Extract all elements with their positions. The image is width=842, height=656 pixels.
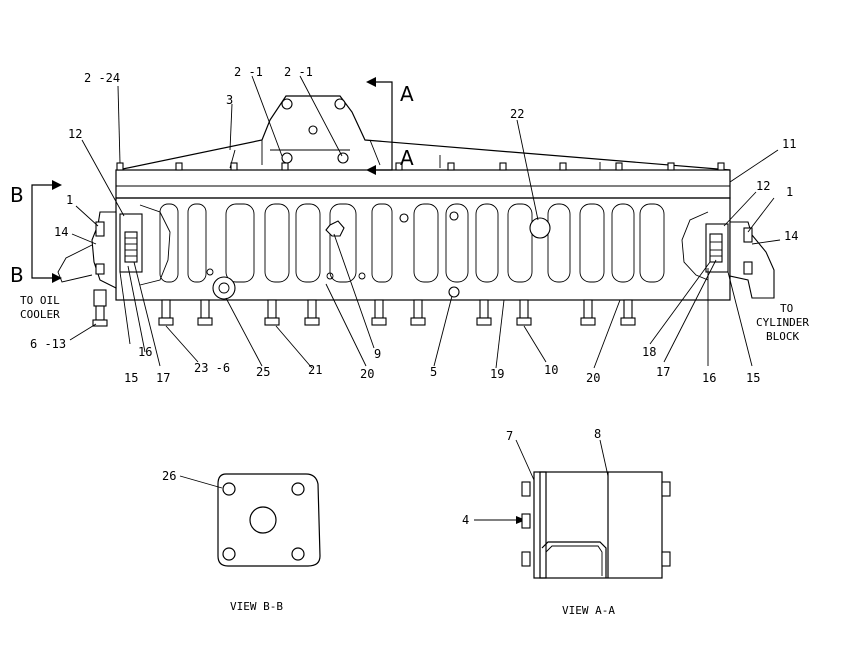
notes: TO OIL COOLER TO CYLINDER BLOCK [20,294,809,343]
callout-2-1: 2 -1 [284,65,313,79]
plug-22 [529,217,551,239]
callout-8: 8 [594,427,601,441]
callout-25: 25 [256,365,270,379]
section-b-bottom-label: B [10,263,24,287]
cover-ribs [229,139,601,170]
left-seal [124,231,138,263]
section-marker-a: A A [366,77,414,175]
cover-outline [117,95,731,171]
callout-12: 12 [68,127,82,141]
callout-14: 14 [784,229,798,243]
section-a-bottom-label: A [400,146,414,170]
callouts: 2 -24 2 -1 2 -1 3 22 11 12 1 14 12 1 14 … [30,65,798,527]
oil-cooler-pipe [57,244,93,283]
housing-bolts [521,481,671,567]
left-bolt [95,221,105,237]
callout-3: 3 [226,93,233,107]
note-to-oil-cooler: TO OIL [20,294,60,307]
callout-7: 7 [506,429,513,443]
plug-25 [212,276,236,300]
callout-22: 22 [510,107,524,121]
callout-11: 11 [782,137,796,151]
callout-20: 20 [586,371,600,385]
callout-15: 15 [124,371,138,385]
note-to-oil-cooler: COOLER [20,308,60,321]
callout-19: 19 [490,367,504,381]
callout-17: 17 [156,371,170,385]
callout-12: 12 [756,179,770,193]
bottom-bolts [92,299,636,327]
section-a-top-label: A [400,82,414,106]
callout-20: 20 [360,367,374,381]
note-to-cylinder-block: BLOCK [766,330,799,343]
left-break-line [139,204,171,286]
manifold-assembly [57,95,775,327]
cover-bolt [337,152,349,164]
housing-outline [533,471,663,579]
callout-1: 1 [66,193,73,207]
note-to-cylinder-block: TO [780,302,793,315]
callout-15: 15 [746,371,760,385]
bracket-13 [93,289,107,307]
left-bolt [95,263,105,275]
view-a-a-drawing [521,471,671,579]
flange-plate [217,473,321,567]
callout-18: 18 [642,345,656,359]
sheet-profile [541,541,607,578]
cover-bolt [334,98,346,110]
callout-23-6: 23 -6 [194,361,230,375]
callout-4: 4 [462,513,469,527]
note-to-cylinder-block: CYLINDER [756,316,809,329]
right-bolt [743,227,753,243]
callout-9: 9 [374,347,381,361]
gasket-7 [539,471,547,579]
callout-5: 5 [430,365,437,379]
cover-bolt [281,98,293,110]
bolt-hole [291,547,305,561]
view-b-b-drawing [217,473,321,567]
callout-16: 16 [702,371,716,385]
view-b-b-caption: VIEW B-B [230,600,283,613]
callout-2-24: 2 -24 [84,71,120,85]
callout-21: 21 [308,363,322,377]
cover-detail [261,140,350,165]
callout-1: 1 [786,185,793,199]
bolt-hole [222,547,236,561]
center-port [249,506,277,534]
callout-6-13: 6 -13 [30,337,66,351]
top-bolts [116,162,725,171]
bolt-hole [222,482,236,496]
section-b-top-label: B [10,183,24,207]
callout-14: 14 [54,225,68,239]
cover-bolt [281,152,293,164]
cover-hole [308,125,318,135]
view-a-a-caption: VIEW A-A [562,604,615,617]
internal-passages [159,203,665,283]
plug-9 [325,220,345,237]
manifold-body [115,197,731,301]
right-break-line [681,211,709,281]
callout-10: 10 [544,363,558,377]
right-seal [709,233,723,263]
callout-17: 17 [656,365,670,379]
callout-2-1: 2 -1 [234,65,263,79]
leader-lines [69,75,781,521]
top-flange [115,169,731,199]
bolt-hole [291,482,305,496]
right-bolt [743,261,753,275]
callout-16: 16 [138,345,152,359]
section-marker-b: B B [10,180,62,287]
callout-26: 26 [162,469,176,483]
